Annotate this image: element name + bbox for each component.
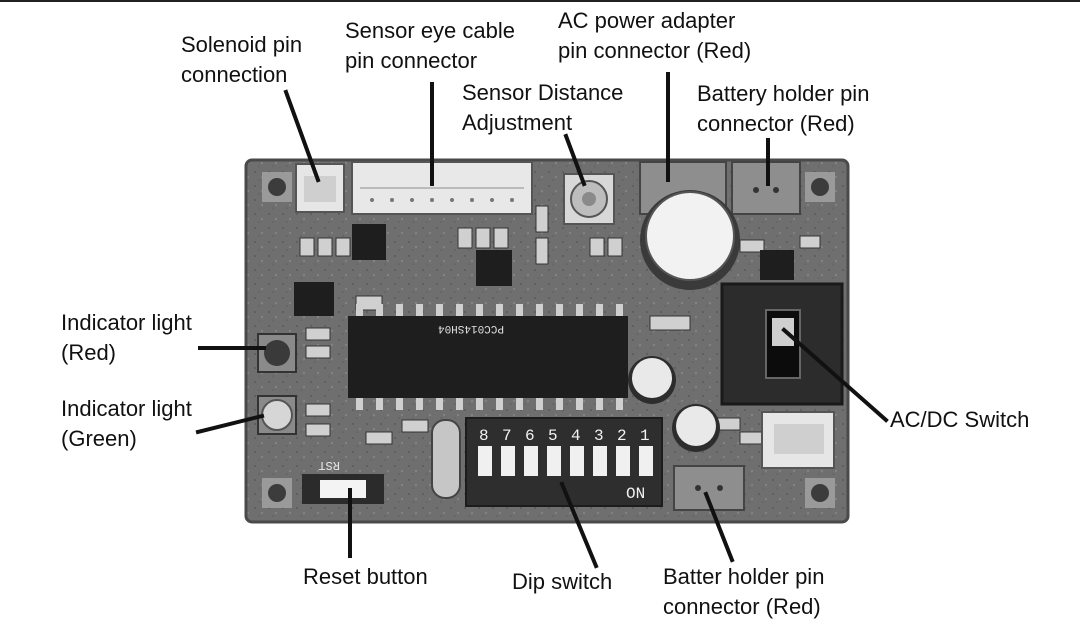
smd-components bbox=[299, 205, 821, 445]
ac-dc-switch-body bbox=[720, 282, 844, 406]
dip-on-marking: ON bbox=[626, 485, 645, 503]
top-border-line bbox=[0, 0, 1080, 2]
label-sensor-distance: Sensor Distance Adjustment bbox=[462, 80, 624, 135]
indicator-led-green bbox=[257, 395, 297, 435]
label-battery-bottom: Batter holder pin connector (Red) bbox=[663, 564, 825, 619]
leader-indicator-green bbox=[195, 413, 265, 435]
electrolytic-capacitor bbox=[640, 190, 740, 290]
reset-button-body bbox=[302, 474, 384, 504]
mounting-holes bbox=[262, 172, 835, 508]
dip-number: 5 bbox=[548, 427, 558, 445]
label-indicator-red: Indicator light (Red) bbox=[61, 310, 192, 365]
dip-number: 2 bbox=[617, 427, 627, 445]
main-ic-chip bbox=[348, 304, 628, 410]
label-ac-adapter: AC power adapter pin connector (Red) bbox=[558, 8, 752, 63]
small-capacitors bbox=[628, 356, 720, 452]
label-battery-top: Battery holder pin connector (Red) bbox=[697, 81, 870, 136]
leader-dip bbox=[559, 481, 599, 569]
crystal-oscillator bbox=[431, 419, 461, 499]
dip-number: 4 bbox=[571, 427, 581, 445]
sensor-distance-potentiometer bbox=[563, 173, 615, 225]
dip-number-row: 8 7 6 5 4 3 2 1 bbox=[479, 427, 650, 445]
leader-solenoid bbox=[283, 89, 321, 183]
indicator-led-red bbox=[257, 333, 297, 373]
dip-number: 8 bbox=[479, 427, 489, 445]
label-indicator-green: Indicator light (Green) bbox=[61, 396, 192, 451]
sensor-eye-connector bbox=[351, 161, 533, 215]
label-reset-button: Reset button bbox=[303, 564, 428, 589]
label-acdc-switch: AC/DC Switch bbox=[890, 407, 1030, 432]
reset-ref-marking: RST bbox=[318, 458, 340, 472]
chip-code-marking: PCC014SH04 bbox=[438, 322, 504, 334]
dip-number: 7 bbox=[502, 427, 512, 445]
leader-battery-bottom bbox=[703, 491, 735, 563]
leader-lines bbox=[195, 72, 889, 569]
small-ics bbox=[294, 224, 794, 316]
solenoid-connector bbox=[295, 163, 345, 213]
label-dip-switch: Dip switch bbox=[512, 569, 613, 594]
right-side-connector bbox=[761, 411, 835, 469]
label-sensor-eye: Sensor eye cable pin connector bbox=[345, 18, 515, 73]
dip-number: 3 bbox=[594, 427, 604, 445]
dip-number: 6 bbox=[525, 427, 535, 445]
leader-sensor-distance bbox=[563, 133, 587, 187]
label-solenoid-pin: Solenoid pin connection bbox=[181, 32, 303, 87]
dip-number: 1 bbox=[640, 427, 650, 445]
leader-acdc-switch bbox=[781, 327, 889, 423]
